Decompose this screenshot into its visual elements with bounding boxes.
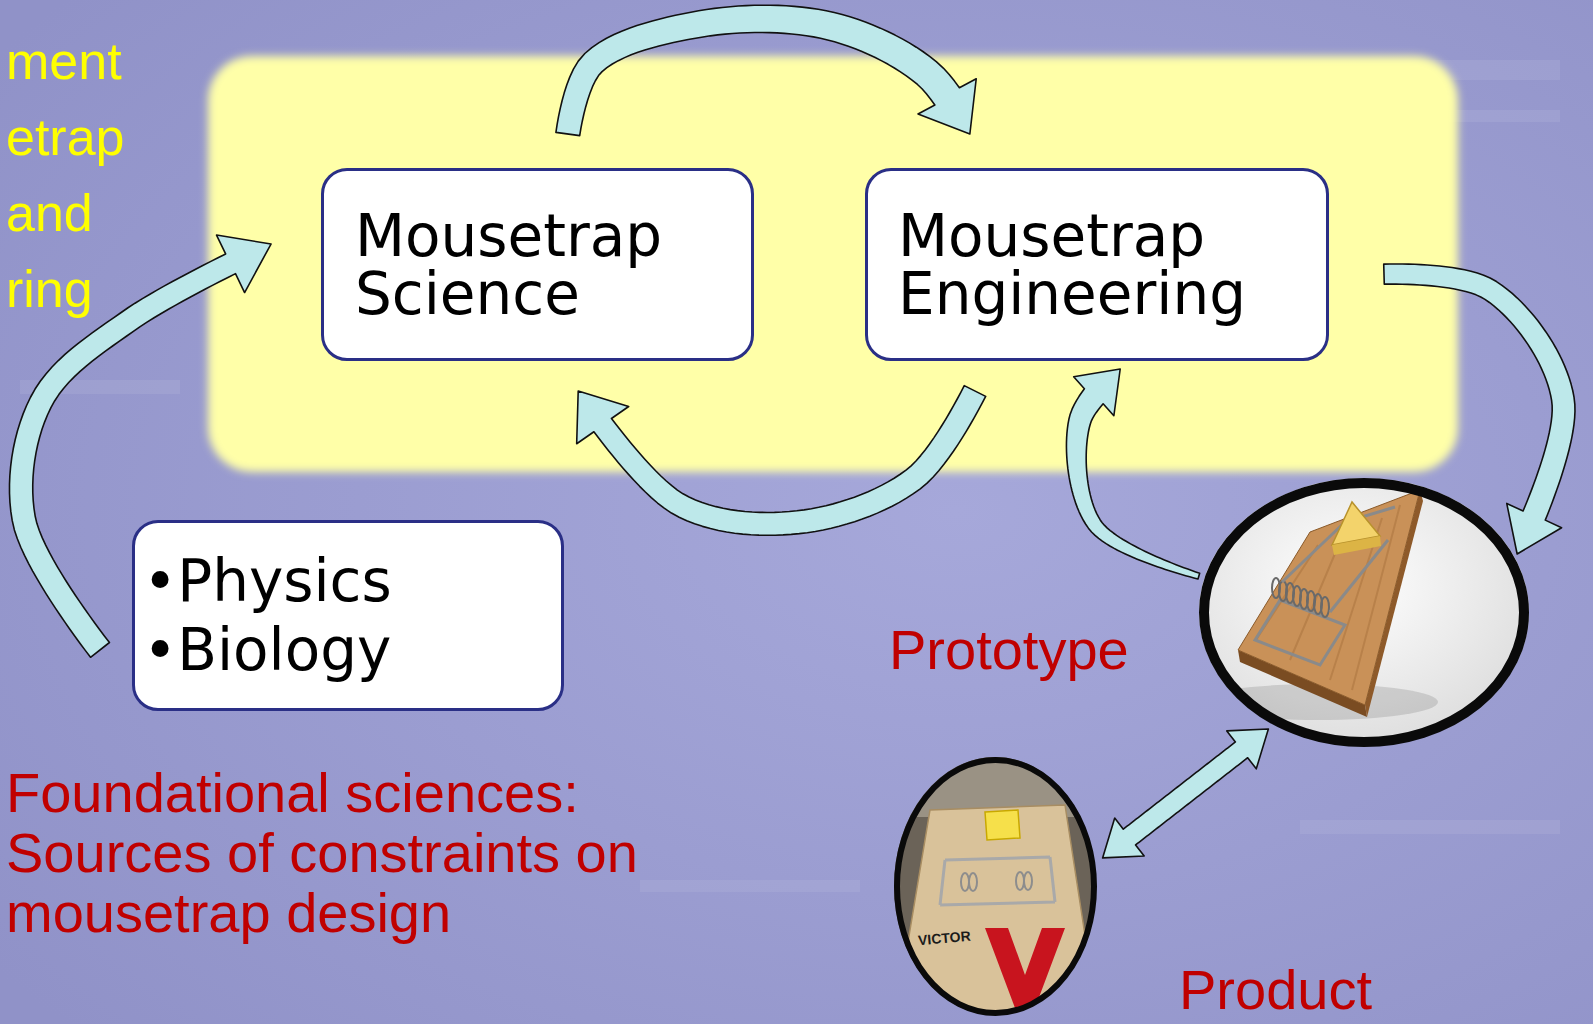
curved-block-arrow [577, 386, 986, 536]
box-text: Mousetrap Science [355, 207, 735, 323]
cut-heading: ment etrap and ring [6, 23, 136, 327]
product-photo [890, 755, 1100, 1020]
label-holder: ment etrap and ring [6, 23, 136, 327]
foundation-box: •Physics•Biology [132, 520, 564, 711]
double-block-arrow [1103, 729, 1269, 858]
highlight-panel [208, 56, 1458, 472]
label-holder: Foundational sciences: Sources of constr… [6, 763, 666, 943]
ellipse-outline [1199, 478, 1529, 747]
prototype-oval: Prototype [1199, 478, 1529, 747]
ellipse-ring [897, 760, 1094, 1013]
label-holder: VICTOR [918, 930, 971, 946]
process-box: Mousetrap Engineering [865, 168, 1329, 361]
ellipse-ring [1204, 483, 1524, 742]
note-text: Foundational sciences: Sources of constr… [6, 763, 666, 943]
box-text: •Biology [143, 616, 551, 685]
box-text: •Physics [143, 547, 551, 616]
box-text: Mousetrap Engineering [898, 207, 1310, 323]
curved-block-arrow [556, 5, 976, 135]
curved-block-arrow [1384, 264, 1575, 554]
product-oval: Product [894, 757, 1097, 1016]
process-box: Mousetrap Science [321, 168, 754, 361]
caption-text: Prototype [889, 622, 1129, 678]
caption-text: Product [1179, 962, 1372, 1018]
prototype-picture [1198, 478, 1529, 746]
brand-mark: VICTOR [917, 928, 971, 949]
curved-block-arrow [1066, 369, 1199, 579]
ellipse-outline [894, 757, 1097, 1016]
